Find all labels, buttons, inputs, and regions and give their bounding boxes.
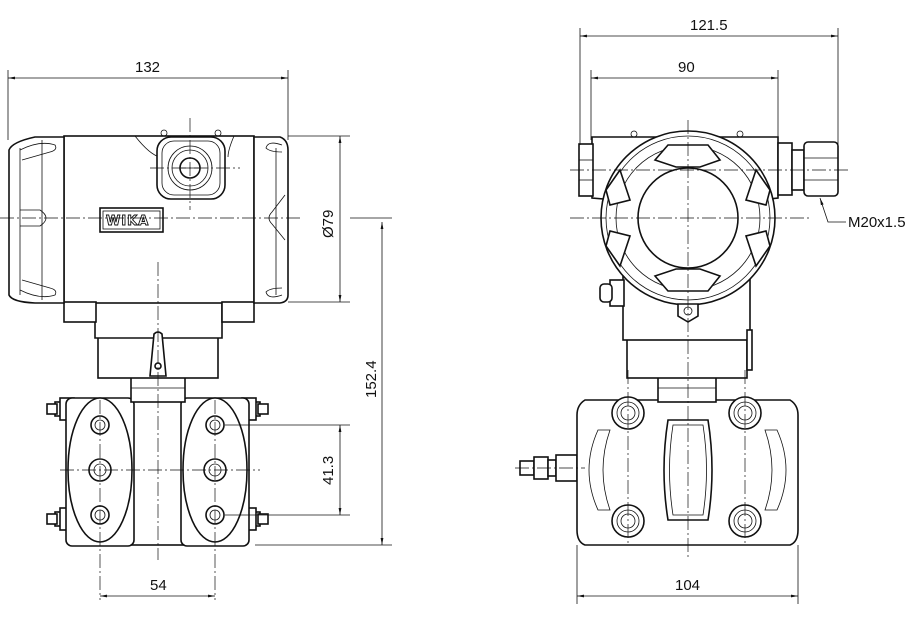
ground-screw (599, 279, 625, 307)
front-view: WIKA (0, 118, 300, 600)
housing-cap-right (253, 136, 289, 304)
dim-port-spacing-41-3: 41.3 (320, 456, 337, 485)
dim-height-152-4: 152.4 (363, 360, 380, 398)
side-stem (657, 375, 717, 403)
housing-cap-left (8, 136, 65, 304)
front-dimensions: 132 Ø79 152.4 41.3 54 (7, 59, 392, 598)
wika-logo-plate: WIKA (99, 207, 164, 233)
cable-gland-side (777, 141, 839, 197)
dim-width-132: 132 (135, 59, 160, 76)
side-dimensions: 121.5 90 M20x1.5 104 (576, 17, 906, 604)
side-view (515, 120, 850, 560)
dim-flange-width-104: 104 (675, 577, 700, 594)
dim-overall-width-121-5: 121.5 (690, 17, 728, 34)
thread-callout-m20x1-5: M20x1.5 (848, 214, 906, 231)
wika-logo: WIKA (106, 214, 149, 229)
dim-diameter-79: Ø79 (320, 210, 337, 238)
side-neck-lower (626, 337, 748, 379)
process-flange (576, 396, 799, 546)
dim-flange-spacing-54: 54 (150, 577, 167, 594)
dim-housing-width-90: 90 (678, 59, 695, 76)
